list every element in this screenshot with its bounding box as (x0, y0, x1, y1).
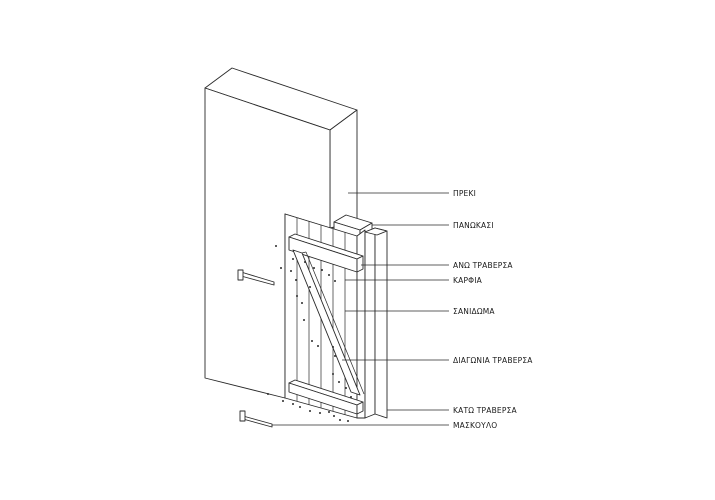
wall-block (204, 67, 358, 399)
bottom-rail (288, 379, 364, 415)
label-top-rail: ΑΝΩ ΤΡΑΒΕΡΣΑ (453, 261, 513, 270)
label-hinge: ΜΑΣΚΟΥΛΟ (453, 421, 497, 430)
lower-hinge (239, 410, 273, 428)
label-boards: ΣΑΝΙΔΩΜΑ (453, 307, 495, 316)
label-jamb: ΠΑΝΩΚΑΣΙ (453, 221, 494, 230)
label-diagonal-brace: ΔΙΑΓΩΝΙΑ ΤΡΑΒΕΡΣΑ (453, 356, 533, 365)
label-bottom-rail: ΚΑΤΩ ΤΡΑΒΕΡΣΑ (453, 406, 518, 415)
label-nails: ΚΑΡΦΙΑ (453, 276, 483, 285)
top-rail (288, 233, 364, 273)
upper-hinge (237, 269, 275, 286)
leader-lines (272, 192, 449, 426)
door-jamb (356, 227, 388, 419)
nails (267, 245, 352, 422)
label-lintel: ΠΡΕΚΙ (453, 189, 476, 198)
